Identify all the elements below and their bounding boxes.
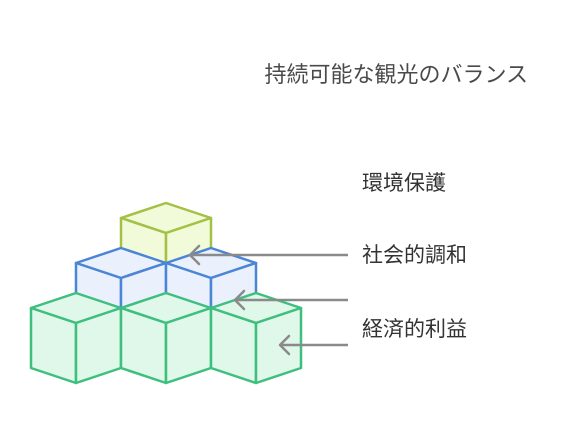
arrow-head-environment — [188, 244, 201, 266]
layer-label-social: 社会的調和 — [362, 243, 467, 267]
arrow-head-economic — [278, 334, 291, 356]
arrows — [188, 244, 348, 356]
layer-label-environment: 環境保護 — [362, 171, 446, 195]
diagram-title: 持続可能な観光のバランス — [264, 63, 528, 88]
cube-economic-2 — [119, 291, 213, 385]
cube-row-economic — [29, 291, 303, 385]
cube-pyramid — [29, 201, 303, 385]
layer-label-economic: 経済的利益 — [362, 317, 467, 341]
arrow-head-social — [233, 289, 246, 311]
cube-economic-1 — [29, 291, 123, 385]
